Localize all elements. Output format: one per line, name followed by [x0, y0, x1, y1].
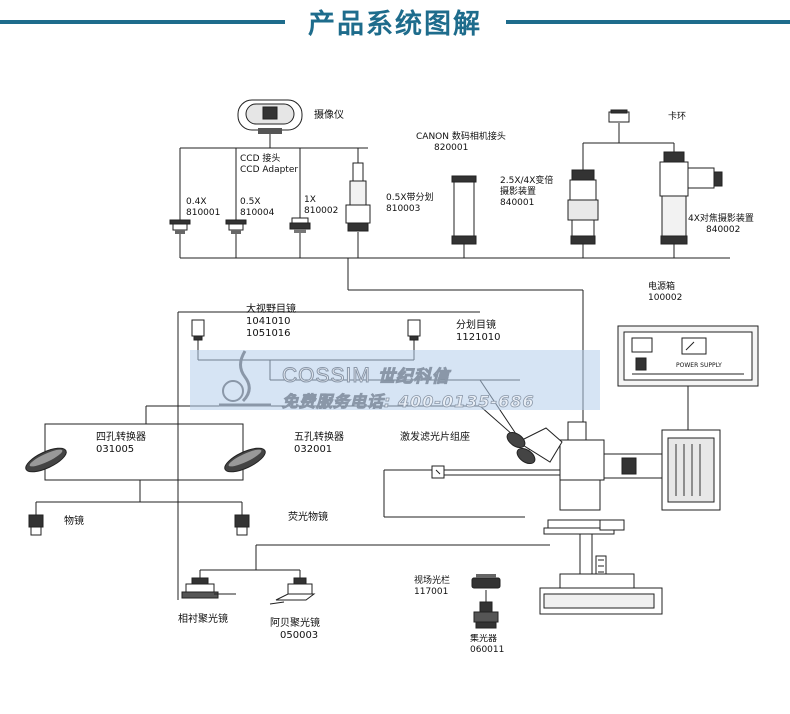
nosepiece-5-hole-icon	[224, 447, 266, 473]
adapter-05x-code: 810004	[240, 208, 275, 218]
page-title: 产品系统图解	[308, 9, 482, 40]
field-stop-name: 视场光栏	[414, 576, 451, 586]
nosepiece-4-name: 四孔转换器	[96, 432, 146, 443]
watermark-brand-en: COSSIM	[282, 364, 371, 388]
collector-lens-code: 060011	[470, 645, 505, 654]
nosepiece-5-name: 五孔转换器	[294, 432, 344, 443]
abbe-condenser-label: 阿贝聚光镜 050003	[270, 618, 320, 642]
adapter-05x-reticle-name: 0.5X带分划	[386, 193, 434, 203]
canon-adapter-name: CANON 数码相机接头	[416, 132, 506, 142]
watermark-brand-cn: 世纪科信	[377, 367, 450, 387]
adapter-04x-label: 0.4X 810001	[186, 197, 220, 219]
eyepiece-wide-label: 大视野目镜 1041010 1051016	[246, 304, 296, 340]
adapter-05x-reticle-icon	[345, 162, 371, 232]
focus-photo-label: 4X对焦摄影装置 840002	[688, 214, 754, 236]
nosepiece-4-code: 031005	[96, 444, 135, 455]
watermark-logo-icon	[219, 350, 271, 407]
watermark-band	[190, 350, 600, 410]
focus-photo-name: 4X对焦摄影装置	[688, 214, 754, 224]
phase-condenser-icon	[181, 577, 236, 599]
nosepiece-5-label: 五孔转换器 032001	[294, 432, 344, 456]
eyepiece-wide-icon	[191, 319, 205, 341]
abbe-condenser-icon	[269, 577, 316, 605]
canon-adapter-code: 820001	[434, 143, 469, 153]
abbe-condenser-code: 050003	[280, 630, 319, 641]
watermark-hotline: 免费服务电话: 400-0135-686	[282, 392, 535, 412]
title-left-rule	[0, 20, 285, 24]
zoom-photo-code: 840001	[500, 198, 535, 208]
nosepiece-4-hole-icon	[25, 447, 67, 473]
zoom-photo-device-icon	[567, 169, 599, 245]
ccd-label-cn: CCD 接头	[240, 154, 281, 164]
power-box-name: 电源箱	[648, 282, 676, 292]
fluor-objective-icon	[234, 514, 250, 536]
collector-lens-label: 集光器 060011	[470, 634, 504, 654]
title-right-rule	[506, 20, 790, 24]
power-panel-text: POWER SUPPLY	[676, 362, 722, 369]
focus-photo-code: 840002	[706, 225, 741, 235]
eyepiece-reticle-icon	[407, 319, 421, 341]
adapter-1x-label: 1X 810002	[304, 195, 338, 217]
field-stop-icon	[471, 574, 501, 589]
focus-photo-device-icon	[659, 151, 723, 245]
eyepiece-wide-code2: 1051016	[246, 328, 291, 339]
eyepiece-reticle-name: 分划目镜	[456, 320, 496, 331]
power-box-code: 100002	[648, 293, 683, 303]
camera-icon	[237, 99, 303, 134]
nosepiece-4-label: 四孔转换器 031005	[96, 432, 146, 456]
power-box-label: 电源箱 100002	[648, 282, 682, 304]
adapter-05x-name: 0.5X	[240, 197, 261, 207]
eyepiece-wide-code1: 1041010	[246, 316, 291, 327]
collector-lens-name: 集光器	[470, 634, 498, 644]
watermark-brand: COSSIM 世纪科信	[282, 362, 450, 388]
ccd-label-en: CCD Adapter	[240, 165, 299, 175]
power-supply-icon	[617, 325, 759, 387]
filter-holder-label: 激发滤光片组座	[400, 432, 470, 443]
camera-label: 摄像仪	[314, 110, 344, 121]
zoom-photo-label: 2.5X/4X变倍 摄影装置 840001	[500, 176, 553, 209]
phase-condenser-label: 相衬聚光镜	[178, 614, 228, 625]
field-stop-label: 视场光栏 117001	[414, 576, 450, 598]
nosepiece-5-code: 032001	[294, 444, 333, 455]
eyepiece-wide-name: 大视野目镜	[246, 304, 296, 315]
collector-lens-icon	[473, 601, 499, 629]
canon-adapter-icon	[451, 175, 477, 245]
adapter-04x-code: 810001	[186, 208, 221, 218]
filter-holder-icon	[431, 465, 445, 479]
adapter-05x-reticle-code: 810003	[386, 204, 421, 214]
zoom-photo-line2: 摄影装置	[500, 187, 537, 197]
adapter-05x-reticle-label: 0.5X带分划 810003	[386, 193, 433, 215]
canon-adapter-label: CANON 数码相机接头 820001	[416, 132, 506, 154]
adapter-04x-name: 0.4X	[186, 197, 207, 207]
adapter-1x-name: 1X	[304, 195, 316, 205]
objective-icon	[28, 514, 44, 536]
objective-label: 物镜	[64, 516, 84, 527]
eyepiece-reticle-label: 分划目镜 1121010	[456, 320, 501, 344]
ring-label: 卡环	[668, 112, 687, 122]
field-stop-code: 117001	[414, 587, 449, 597]
fluor-objective-label: 荧光物镜	[288, 512, 328, 523]
microscope-icon	[506, 421, 721, 615]
adapter-1x-code: 810002	[304, 206, 339, 216]
ccd-adapter-label: CCD 接头 CCD Adapter	[240, 154, 298, 176]
zoom-photo-line1: 2.5X/4X变倍	[500, 176, 554, 186]
adapter-1x-icon	[289, 217, 311, 233]
ring-icon	[608, 109, 630, 123]
adapter-05x-label: 0.5X 810004	[240, 197, 274, 219]
title-bar: 产品系统图解	[0, 0, 790, 44]
abbe-condenser-name: 阿贝聚光镜	[270, 618, 320, 629]
adapter-05x-icon	[225, 219, 247, 234]
adapter-04x-icon	[169, 219, 191, 234]
eyepiece-reticle-code: 1121010	[456, 332, 501, 343]
